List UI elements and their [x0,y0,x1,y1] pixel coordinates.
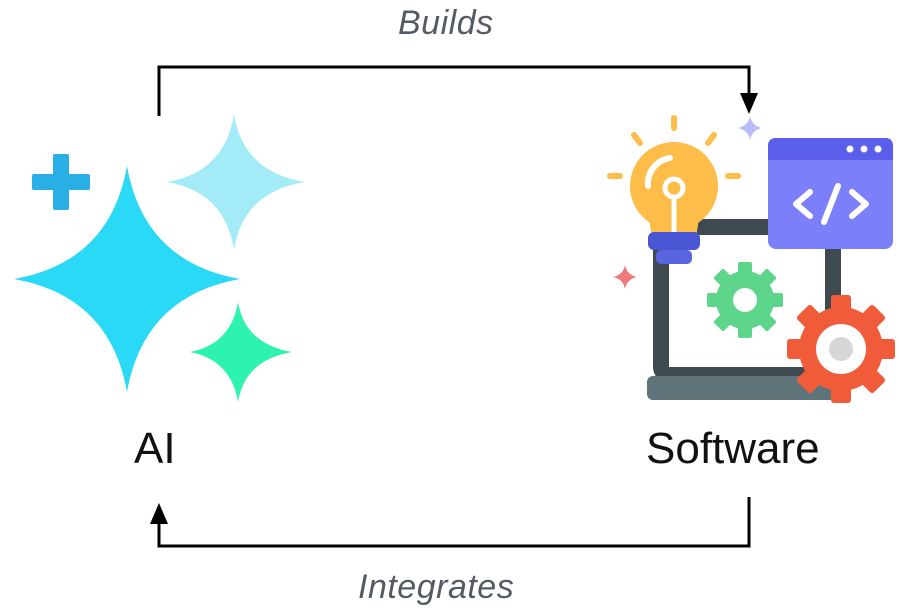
builds-label: Builds [398,4,494,42]
window-dot [860,145,868,153]
code-window [768,138,893,249]
integrates-arrowhead [150,503,168,524]
code-brackets-icon [793,183,869,225]
sparkle-light [167,114,305,250]
window-dot [874,145,882,153]
bulb-rays [607,115,741,179]
window-dot [846,145,854,153]
gear-green-icon [707,262,783,338]
laptop-base [647,376,847,400]
bulb-highlight [644,155,673,189]
code-window-titlebar [768,138,893,160]
gear-red-icon [787,295,895,403]
builds-arrowhead [740,93,758,114]
integrates-arrow [157,497,751,548]
sparkle-small-red [613,265,637,289]
bulb-glass [630,142,718,230]
sparkle-green [190,302,292,402]
sparkle-plus [32,154,90,210]
bulb-base [648,232,700,250]
integrates-label: Integrates [358,568,515,606]
ai-label: AI [134,424,176,473]
sparkle-large [14,166,240,392]
bulb-base-tip [656,250,692,264]
builds-arrow [157,65,751,116]
software-label: Software [646,424,820,473]
sparkle-small-lavender [738,116,762,140]
